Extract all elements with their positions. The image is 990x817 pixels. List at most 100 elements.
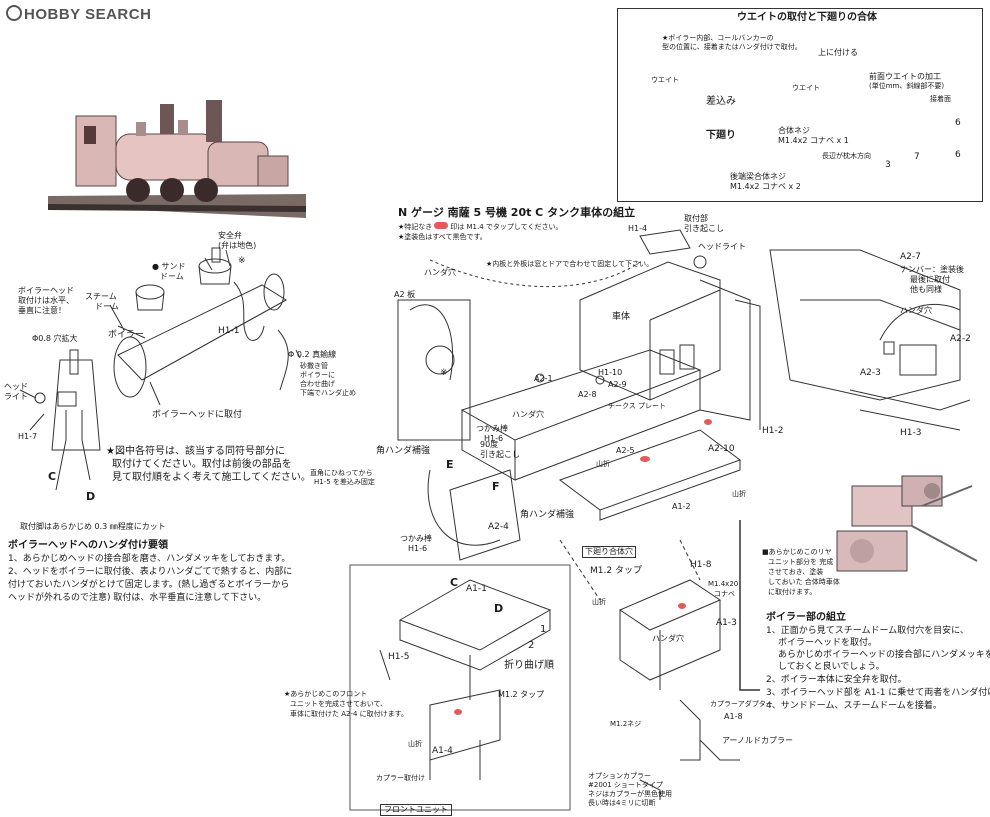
label-number-2: 最後に取付 — [910, 275, 950, 284]
label-a2-1: A2-1 — [534, 374, 553, 383]
label-fold-1: 1 — [540, 624, 547, 635]
label-handa-hole: ハンダ穴 — [424, 268, 456, 277]
label-rear-handa: ハンダ穴 — [652, 634, 684, 643]
inset-cut: 接着面 — [930, 95, 951, 103]
option-1: オプションカプラー — [588, 772, 651, 780]
label-boiler-head-3: 垂直に注意！ — [18, 306, 66, 315]
option-3: ネジはカプラーが黒色使用 — [588, 790, 672, 798]
label-bend-2: H1-5 を差込み固定 — [314, 478, 375, 486]
label-f: F — [492, 480, 500, 493]
label-front-yama: 山折 — [408, 740, 422, 748]
inset-screw-2b: M1.4x2 コナベ x 2 — [730, 182, 801, 191]
label-headlight-2: ライト — [4, 392, 28, 401]
note-panels: ★内板と外板は窓とドアで合わせて固定して下さい。 — [486, 260, 654, 268]
label-number-3: 他も同様 — [910, 285, 942, 294]
label-safety-valve-2: (弁は地色) — [218, 241, 257, 250]
boiler-asm-1: 1、正面から見てスチームドーム取付穴を目安に、 — [766, 626, 969, 636]
label-handa-hole-2: ハンダ穴 — [900, 306, 932, 315]
label-bend: 直角にひねってから — [310, 469, 373, 477]
label-angle-2: 引き起こし — [480, 450, 520, 459]
label-front-grip: つかみ棒 — [400, 534, 432, 543]
legend-note-3: 見て取付順をよく考えて施工してください。 — [112, 472, 311, 483]
label-star-boiler: ※ — [238, 256, 246, 266]
inset-top-mount: 上に付ける — [818, 48, 858, 57]
inset-screw-2: 後端梁合体ネジ — [730, 172, 786, 181]
label-angle: 90度 — [480, 440, 499, 449]
label-front-c: C — [450, 576, 459, 589]
rear-note-4: しておいた 合体時車体 — [768, 578, 840, 586]
label-grip: つかみ棒 — [476, 424, 508, 433]
solder-step-4: ヘッドが外れるので注意) 取付は、水平垂直に注意して下さい。 — [8, 593, 267, 603]
label-sand-dome-text: サンド — [161, 262, 186, 271]
label-front-h1-6: H1-6 — [408, 544, 428, 553]
label-a2-2: A2-2 — [950, 334, 971, 344]
label-yama-body-2: 山折 — [732, 490, 746, 498]
solder-step-1: 1、あらかじめヘッドの接合部を磨き、ハンダメッキをしておきます。 — [8, 554, 291, 564]
label-plate: チークス プレート — [608, 402, 667, 410]
label-handa-hole-3: ハンダ穴 — [512, 410, 544, 419]
boiler-asm-4: 4、サンドドーム、スチームドームを接着。 — [766, 701, 942, 711]
inset-weight-label: ウエイト — [651, 76, 679, 84]
solder-title: ボイラーヘッドへのハンダ付け要領 — [8, 540, 168, 551]
label-boiler: ボイラー — [108, 330, 145, 340]
logo-text: HOBBY SEARCH — [24, 6, 152, 23]
inset-insert: 差込み — [706, 96, 736, 107]
body-drawing — [349, 229, 971, 811]
label-steam-dome-2: ドーム — [95, 302, 119, 311]
label-tori-2: 引き起こし — [684, 224, 724, 233]
solder-step-3: 付けておいたハンダがとけて固定します。(熱し過ぎるとボイラーから — [8, 580, 290, 590]
front-note-2: ユニットを完成させておいて、 — [290, 700, 388, 708]
label-m12-screw: M1.2ネジ — [610, 720, 642, 728]
label-rear-screw-2: コナベ — [714, 590, 735, 598]
label-sand-pipe-4: 下端でハンダ止め — [300, 389, 356, 397]
rear-note-5: に取付けます。 — [768, 588, 817, 596]
inset-weight-label-2: ウエイト — [792, 84, 820, 92]
rear-note-2: ユニット部分を 完成 — [768, 558, 834, 566]
label-h1-7: H1-7 — [18, 432, 38, 441]
label-fold-2: 2 — [528, 640, 535, 651]
label-d: D — [86, 490, 96, 503]
label-kaku: 角ハンダ補強 — [376, 446, 431, 456]
label-a2-7: A2-7 — [900, 252, 921, 262]
note-tap-a: ★特記なき — [398, 223, 433, 231]
label-sand-dome-2: ドーム — [160, 272, 184, 281]
label-a2-8: A2-8 — [578, 390, 597, 399]
label-brass-wire: Φ 0.2 真鍮線 — [288, 350, 337, 359]
boiler-asm-1b: ボイラーヘッドを取付。 — [778, 638, 878, 648]
front-note-3: 車体に取付けた A2-4 に取付けます。 — [290, 710, 408, 718]
label-tori: 取付部 — [684, 214, 708, 223]
label-headlight: ヘッド — [4, 382, 28, 391]
label-headlight-body: ヘッドライト — [698, 242, 746, 251]
label-boiler-head-2: 取付けは水平、 — [18, 296, 74, 305]
label-boiler-head: ボイラーヘッド — [18, 286, 74, 295]
inset-title: ウエイトの取付と下廻りの合体 — [737, 12, 877, 23]
label-rear-screw: M1.4x20 — [708, 580, 739, 588]
label-arnold: アーノルドカプラー — [722, 736, 794, 745]
label-h1-1: H1-1 — [218, 326, 240, 336]
label-h1-8: H1-8 — [690, 560, 712, 570]
label-fold-order: 折り曲げ順 — [504, 660, 554, 671]
label-a1-3: A1-3 — [716, 618, 737, 628]
note-tap: ★特記なき印は M1.4 でタップしてください。 — [398, 222, 562, 231]
label-a2-4: A2-4 — [488, 522, 509, 532]
label-sand-dome: ● サンド — [152, 262, 186, 272]
label-a1-1: A1-1 — [466, 584, 487, 594]
inset-screw-1b: M1.4x2 コナベ x 1 — [778, 136, 849, 145]
legend-note-1: ★図中各符号は、該当する同符号部分に — [106, 446, 285, 457]
inset-weight-process-2: (単位mm、斜線部不要) — [869, 82, 945, 90]
solder-step-2: 2、ヘッドをボイラーに取付後、表よりハンダごてで熱すると、内部に — [8, 567, 293, 577]
boiler-asm-3: 3、ボイラーヘッド部を A1-1 に乗せて両者をハンダ付け。 — [766, 688, 990, 698]
note-paint: ★塗装色はすべて黒色です。 — [398, 233, 487, 241]
locomotive-photo — [48, 86, 306, 226]
inset-screw-1: 合体ネジ — [778, 126, 810, 135]
label-hole: Φ0.8 穴拡大 — [32, 334, 78, 343]
label-a2-plate: A2 板 — [394, 290, 416, 299]
inset-dim-3: 3 — [885, 160, 891, 170]
label-yama-body: 山折 — [596, 460, 610, 468]
label-a1-8: A1-8 — [724, 712, 743, 721]
label-number: ナンバー：塗装後 — [900, 265, 964, 274]
label-e: E — [446, 458, 454, 471]
label-front-unit: フロントユニット — [380, 804, 452, 816]
inset-dim-6b: 6 — [955, 150, 961, 160]
label-sand-pipe-2: ボイラーに — [300, 371, 335, 379]
